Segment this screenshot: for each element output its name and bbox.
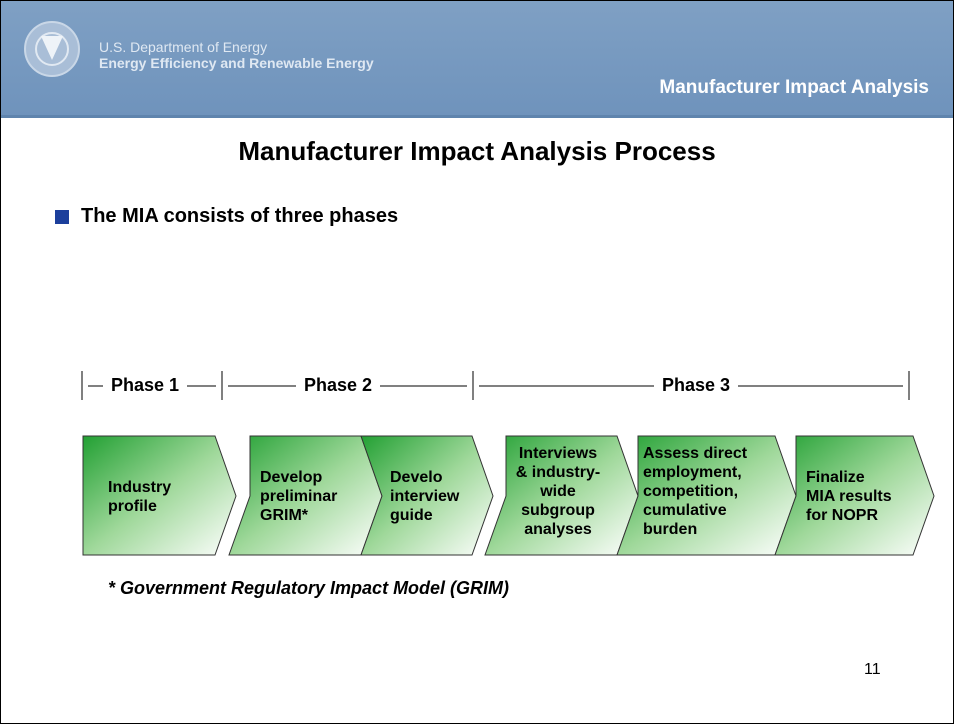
seal-emblem [41,36,63,60]
step-line: guide [390,507,433,524]
step-line: analyses [524,521,592,538]
step-line: profile [108,498,157,515]
seal-ring [35,32,69,66]
step-line: for NOPR [806,507,878,524]
org-name: U.S. Department of Energy [99,39,268,55]
step-line: burden [643,521,698,538]
step-line: preliminar [260,488,338,505]
step-line: Industry [108,479,172,496]
header-banner: U.S. Department of Energy Energy Efficie… [1,1,953,115]
step-chevron-1 [82,435,237,556]
step-line: GRIM* [260,507,308,524]
step-line: Finalize [806,469,865,486]
step-1-text: Industry profile [108,478,171,516]
step-line: subgroup [521,502,595,519]
step-line: cumulative [643,502,727,519]
step-line: Develop [260,469,323,486]
step-line: & industry- [515,464,601,481]
step-5-text: Assess direct employment, competition, c… [643,444,747,539]
phase-3-label: Phase 3 [654,375,739,396]
step-line: Interviews [518,445,598,462]
step-4-text: Interviews & industry- wide subgroup ana… [498,444,618,539]
step-line: employment, [643,464,742,481]
step-line: wide [540,483,576,500]
bullet-text: The MIA consists of three phases [81,205,399,227]
footnote: * Government Regulatory Impact Model (GR… [108,578,510,598]
step-line: Develo [390,469,443,486]
step-chevron-3 [360,435,494,556]
step-2-text: Develop preliminar GRIM* [260,468,337,525]
doe-seal-icon [24,21,80,77]
step-line: competition, [643,483,739,500]
step-6-text: Finalize MIA results for NOPR [806,468,892,525]
bullet-square-icon [55,210,69,224]
step-3-text: Develo interview guide [390,468,459,525]
step-line: Assess direct [643,445,748,462]
slide-title: Manufacturer Impact Analysis Process [238,136,716,166]
header-rule [1,115,953,118]
org-subname: Energy Efficiency and Renewable Energy [99,55,374,71]
page-number: 11 [864,661,881,678]
step-line: MIA results [806,488,892,505]
phase-2-label: Phase 2 [296,375,381,396]
phase-1-label: Phase 1 [103,375,188,396]
step-chevron-6 [774,435,935,556]
section-title: Manufacturer Impact Analysis [659,77,929,98]
step-line: interview [390,488,460,505]
